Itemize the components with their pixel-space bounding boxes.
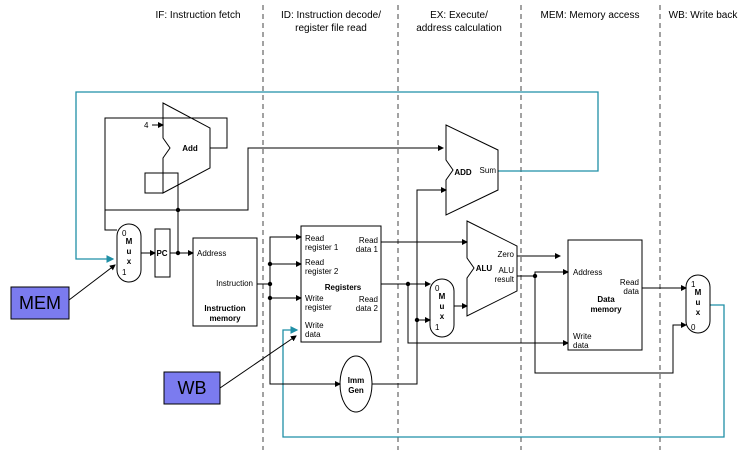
ex-mux-u: u	[440, 302, 445, 311]
wb-mux-x: x	[696, 308, 701, 317]
imem-instruction-label: Instruction	[216, 279, 253, 288]
stage-label-ex-line2: address calculation	[416, 23, 502, 34]
regs-title: Registers	[325, 283, 362, 292]
if-mux-in0: 0	[122, 229, 127, 238]
regs-rdata1-l2: data 1	[356, 245, 379, 254]
regs-write-data-l1: Write	[305, 321, 324, 330]
stage-label-ex-line1: EX: Execute/	[430, 10, 488, 21]
imm-gen-l2: Gen	[348, 386, 364, 395]
regs-read2-l1: Read	[305, 258, 324, 267]
stage-label-id-line1: ID: Instruction decode/	[281, 10, 381, 21]
ex-mux-in1: 1	[435, 323, 440, 332]
pc-label: PC	[156, 249, 167, 258]
alu-zero-label: Zero	[498, 250, 515, 259]
ex-mux-x: x	[440, 312, 445, 321]
regs-read1-l2: register 1	[305, 243, 339, 252]
wb-mux-in0: 1	[691, 280, 696, 289]
stage-label-if: IF: Instruction fetch	[155, 10, 240, 21]
pc-adder	[162, 102, 211, 194]
dmem-title-1: Data	[597, 295, 615, 304]
imem-address-label: Address	[197, 249, 226, 258]
regs-write-data-l2: data	[305, 330, 321, 339]
rdata2-to-dmem-wire	[407, 284, 569, 346]
if-mux-x: x	[127, 257, 132, 266]
alu	[466, 220, 518, 317]
regs-read2-l2: register 2	[305, 267, 339, 276]
wb-tag	[163, 371, 221, 405]
mem-tag	[10, 286, 70, 320]
alu-label: ALU	[476, 264, 493, 273]
if-mux-m: M	[126, 237, 133, 246]
ex-mux-m: M	[439, 292, 446, 301]
dmem-write-l1: Write	[573, 332, 592, 341]
dmem-read-l2: data	[623, 287, 639, 296]
dmem-write-l2: data	[573, 341, 589, 350]
imm-to-branch-adder-wire	[416, 187, 447, 320]
mem-tag-label: MEM	[19, 293, 61, 313]
ex-mux	[429, 278, 455, 338]
regs-rdata2-l1: Read	[359, 295, 378, 304]
wb-tag-label: WB	[178, 378, 207, 398]
wb-mux-u: u	[696, 298, 701, 307]
stage-label-mem: MEM: Memory access	[541, 10, 640, 21]
branch-feedback-wire	[75, 91, 599, 263]
junction-imm	[414, 317, 420, 323]
imm-gen-l1: Imm	[348, 376, 364, 385]
imem-title-2: memory	[209, 314, 241, 323]
alu-result-l1: ALU	[498, 266, 514, 275]
pc-to-branch-adder-wire	[178, 145, 444, 211]
regs-write-reg-l1: Write	[305, 294, 324, 303]
regs-rdata2-l2: data 2	[356, 304, 379, 313]
dmem-read-l1: Read	[620, 278, 639, 287]
dmem-address-label: Address	[573, 268, 602, 277]
wb-mux-in1: 0	[691, 323, 696, 332]
register-file	[300, 225, 382, 343]
stage-label-wb: WB: Write back	[669, 10, 739, 21]
wb-mux-m: M	[695, 288, 702, 297]
regs-read1-l1: Read	[305, 234, 324, 243]
instr-to-rr1-wire	[269, 234, 302, 284]
writeback-wire	[282, 304, 725, 438]
junction-instr-1	[267, 261, 273, 267]
alu-result-l2: result	[494, 275, 514, 284]
wb-mux	[685, 274, 711, 334]
branch-adder-sum: Sum	[480, 166, 497, 175]
data-memory	[567, 239, 643, 351]
adder-out-wire	[104, 117, 228, 230]
alu-result-bypass-wire	[534, 276, 687, 374]
mem-tag-arrow	[68, 264, 116, 301]
junction-instr-2	[267, 281, 273, 287]
branch-adder-label: ADD	[454, 168, 472, 177]
ex-mux-in0: 0	[435, 284, 440, 293]
instr-to-immgen-wire	[269, 284, 341, 387]
if-mux-in1: 1	[122, 268, 127, 277]
junction-rdata2	[405, 281, 411, 287]
wb-tag-arrow	[219, 335, 297, 389]
imm-to-mux-wire	[372, 317, 431, 385]
dmem-title-2: memory	[590, 305, 622, 314]
if-mux-u: u	[127, 247, 132, 256]
alu-result-to-dmem-wire	[517, 269, 569, 277]
branch-adder	[445, 124, 499, 216]
junction-pc	[175, 207, 181, 213]
pc-to-adder-wire	[144, 172, 179, 210]
regs-rdata1-l1: Read	[359, 236, 378, 245]
instruction-memory	[192, 237, 258, 327]
junction-instr-3	[267, 295, 273, 301]
stage-label-id-line2: register file read	[295, 23, 367, 34]
junction-pc-out	[175, 250, 181, 256]
junction-alu-result	[532, 273, 538, 279]
pc-adder-const: 4	[144, 121, 149, 130]
regs-write-reg-l2: register	[305, 303, 332, 312]
imem-title-1: Instruction	[204, 304, 245, 313]
pc-adder-label: Add	[182, 144, 198, 153]
